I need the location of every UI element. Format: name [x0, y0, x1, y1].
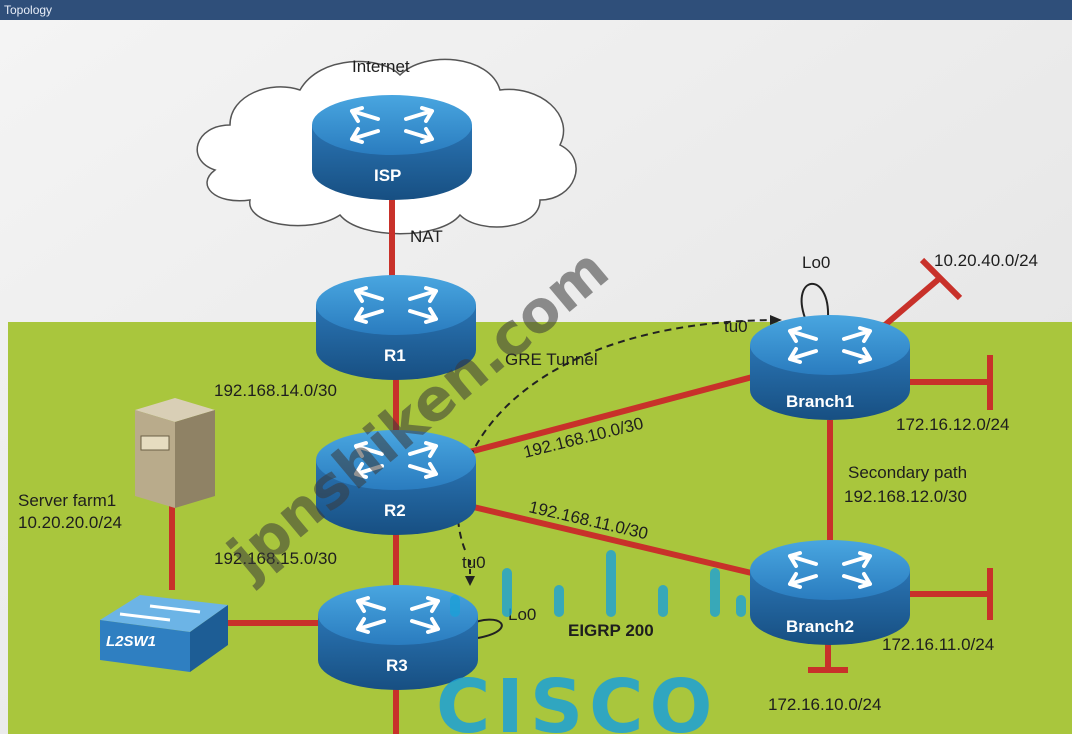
l2sw1-label: L2SW1 — [106, 633, 156, 650]
isp-label: ISP — [374, 166, 401, 185]
r2-label: R2 — [384, 501, 406, 520]
r3-tu0-arrowhead — [465, 576, 475, 586]
cap-branch1-top — [919, 257, 963, 301]
branch2-lan-bottom-label: 172.16.10.0/24 — [768, 695, 881, 714]
r3-lo0-label: Lo0 — [508, 605, 536, 624]
branch2-label: Branch2 — [786, 617, 854, 636]
r2-router[interactable]: R2 — [316, 430, 476, 535]
nat-label: NAT — [410, 227, 443, 246]
links — [169, 195, 990, 734]
branch1-lo0-loop — [800, 282, 830, 319]
branch2-router[interactable]: Branch2 — [750, 540, 910, 645]
net-branch1-branch2-label: 192.168.12.0/30 — [844, 487, 967, 506]
net-r2-r3-label: 192.168.15.0/30 — [214, 549, 337, 568]
gre-tunnel-label: GRE Tunnel — [505, 350, 598, 369]
branch1-lan-top-label: 10.20.40.0/24 — [934, 251, 1038, 270]
stub-branch1-top — [883, 275, 942, 328]
link-r2-branch2 — [464, 502, 761, 578]
link-r2-branch1 — [457, 372, 761, 458]
server-farm-icon — [135, 398, 215, 508]
l2sw1-device[interactable]: L2SW1 — [100, 595, 228, 672]
r3-router[interactable]: R3 — [318, 585, 478, 690]
r3-tu0-label: tu0 — [462, 553, 486, 572]
branch1-router[interactable]: Branch1 — [750, 315, 910, 420]
eigrp-label: EIGRP 200 — [568, 621, 654, 640]
r3-label: R3 — [386, 656, 408, 675]
window-title: Topology — [0, 0, 1072, 20]
cisco-watermark: CISCO — [436, 664, 718, 734]
r1-label: R1 — [384, 346, 406, 365]
branch1-lo0-label: Lo0 — [802, 253, 830, 272]
branch1-label: Branch1 — [786, 392, 854, 411]
secondary-path-label: Secondary path — [848, 463, 967, 482]
r1-router[interactable]: R1 — [316, 275, 476, 380]
gre-tunnel-arrowhead — [770, 315, 782, 325]
branch2-lan-right-label: 172.16.11.0/24 — [882, 635, 994, 654]
branch1-lan-right-label: 172.16.12.0/24 — [896, 415, 1009, 434]
stub-caps — [808, 257, 993, 673]
net-r1-r2-label: 192.168.14.0/30 — [214, 381, 337, 400]
server-farm-net-label: 10.20.20.0/24 — [18, 513, 122, 532]
server-farm-label: Server farm1 — [18, 491, 116, 510]
topology-diagram: Internet — [0, 20, 1072, 734]
cisco-bars-logo — [450, 550, 746, 617]
branch1-tu0-label: tu0 — [724, 317, 748, 336]
internet-label: Internet — [352, 57, 410, 76]
isp-router[interactable]: ISP — [312, 95, 472, 200]
